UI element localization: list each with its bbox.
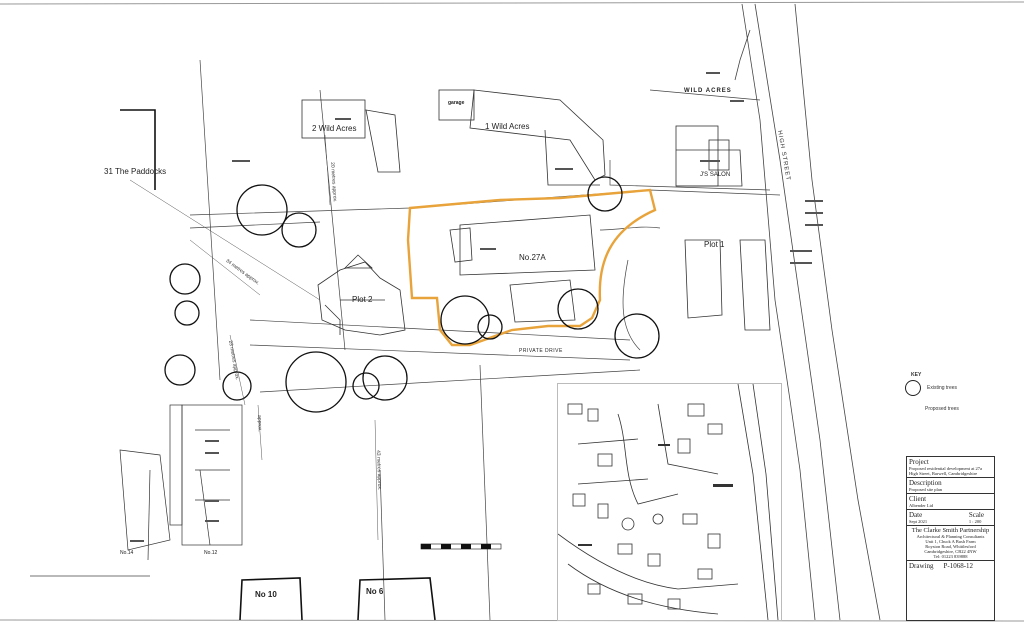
- label-salon: J'S SALON: [700, 172, 731, 178]
- site-boundary: [406, 188, 657, 347]
- firm-address-2: Royston Road, Whittlesford: [925, 544, 976, 549]
- firm-address-1: Unit 1, Chuck A Bush Farm: [925, 539, 976, 544]
- bottom-buildings: [239, 577, 436, 621]
- label-plot2: Plot 2: [352, 295, 373, 304]
- client-value: Albender Ltd: [909, 503, 934, 508]
- label-no14: No.14: [120, 550, 134, 556]
- project-value: Proposed residential development at 27a …: [909, 466, 982, 476]
- description-heading: Description: [909, 479, 942, 487]
- scale-value: 1 : 200: [968, 519, 982, 524]
- existing-trees: [164, 176, 660, 413]
- bottom-left-buildings: [119, 404, 243, 561]
- client-heading: Client: [909, 495, 927, 503]
- dimension-lines: [129, 134, 379, 541]
- label-wild-acres-road: WILD ACRES: [684, 88, 732, 94]
- key-title: KEY: [911, 372, 922, 378]
- drawing-heading: Drawing: [909, 562, 934, 570]
- inset-map-drawing: [558, 384, 779, 620]
- title-block: Project Proposed residential development…: [906, 456, 995, 621]
- scale-bar: [30, 543, 502, 577]
- description-value: Proposed site plan: [909, 487, 942, 492]
- firm-subtitle: Architectural & Planning Consultants: [916, 534, 985, 539]
- date-value: Sept 2021: [909, 519, 928, 524]
- key-legend: KEY Existing trees Proposed trees: [905, 372, 975, 422]
- label-no12: No.12: [204, 550, 218, 556]
- label-1-wild-acres: 1 Wild Acres: [485, 122, 530, 131]
- label-2-wild-acres: 2 Wild Acres: [312, 124, 357, 133]
- project-heading: Project: [909, 458, 929, 466]
- firm-name: The Clarke Smith Partnership: [911, 527, 990, 534]
- high-street-road: [734, 3, 881, 621]
- firm-tel: Tel: 01223 839888: [933, 554, 968, 559]
- plot2-house: [317, 254, 406, 336]
- drawing-number: P-1068-12: [943, 562, 974, 570]
- scale-heading: Scale: [968, 511, 984, 519]
- date-heading: Date: [909, 511, 923, 519]
- existing-tree-icon: [905, 380, 921, 396]
- key-proposed-trees: Proposed trees: [925, 406, 959, 412]
- label-no6: No 6: [366, 587, 384, 596]
- key-existing-trees: Existing trees: [927, 385, 958, 391]
- spot-levels: [130, 72, 823, 542]
- label-no10: No 10: [255, 590, 277, 599]
- label-plot1: Plot 1: [704, 240, 725, 249]
- label-garage: garage: [448, 100, 465, 106]
- label-dim-approx: approx.: [256, 415, 263, 432]
- label-private-drive: PRIVATE DRIVE: [519, 348, 563, 354]
- label-31-the-paddocks: 31 The Paddocks: [104, 167, 167, 176]
- label-no27a: No.27A: [519, 253, 546, 262]
- location-inset-map: [557, 383, 782, 621]
- firm-address-3: Cambridgeshire, CB22 4NW: [924, 549, 977, 554]
